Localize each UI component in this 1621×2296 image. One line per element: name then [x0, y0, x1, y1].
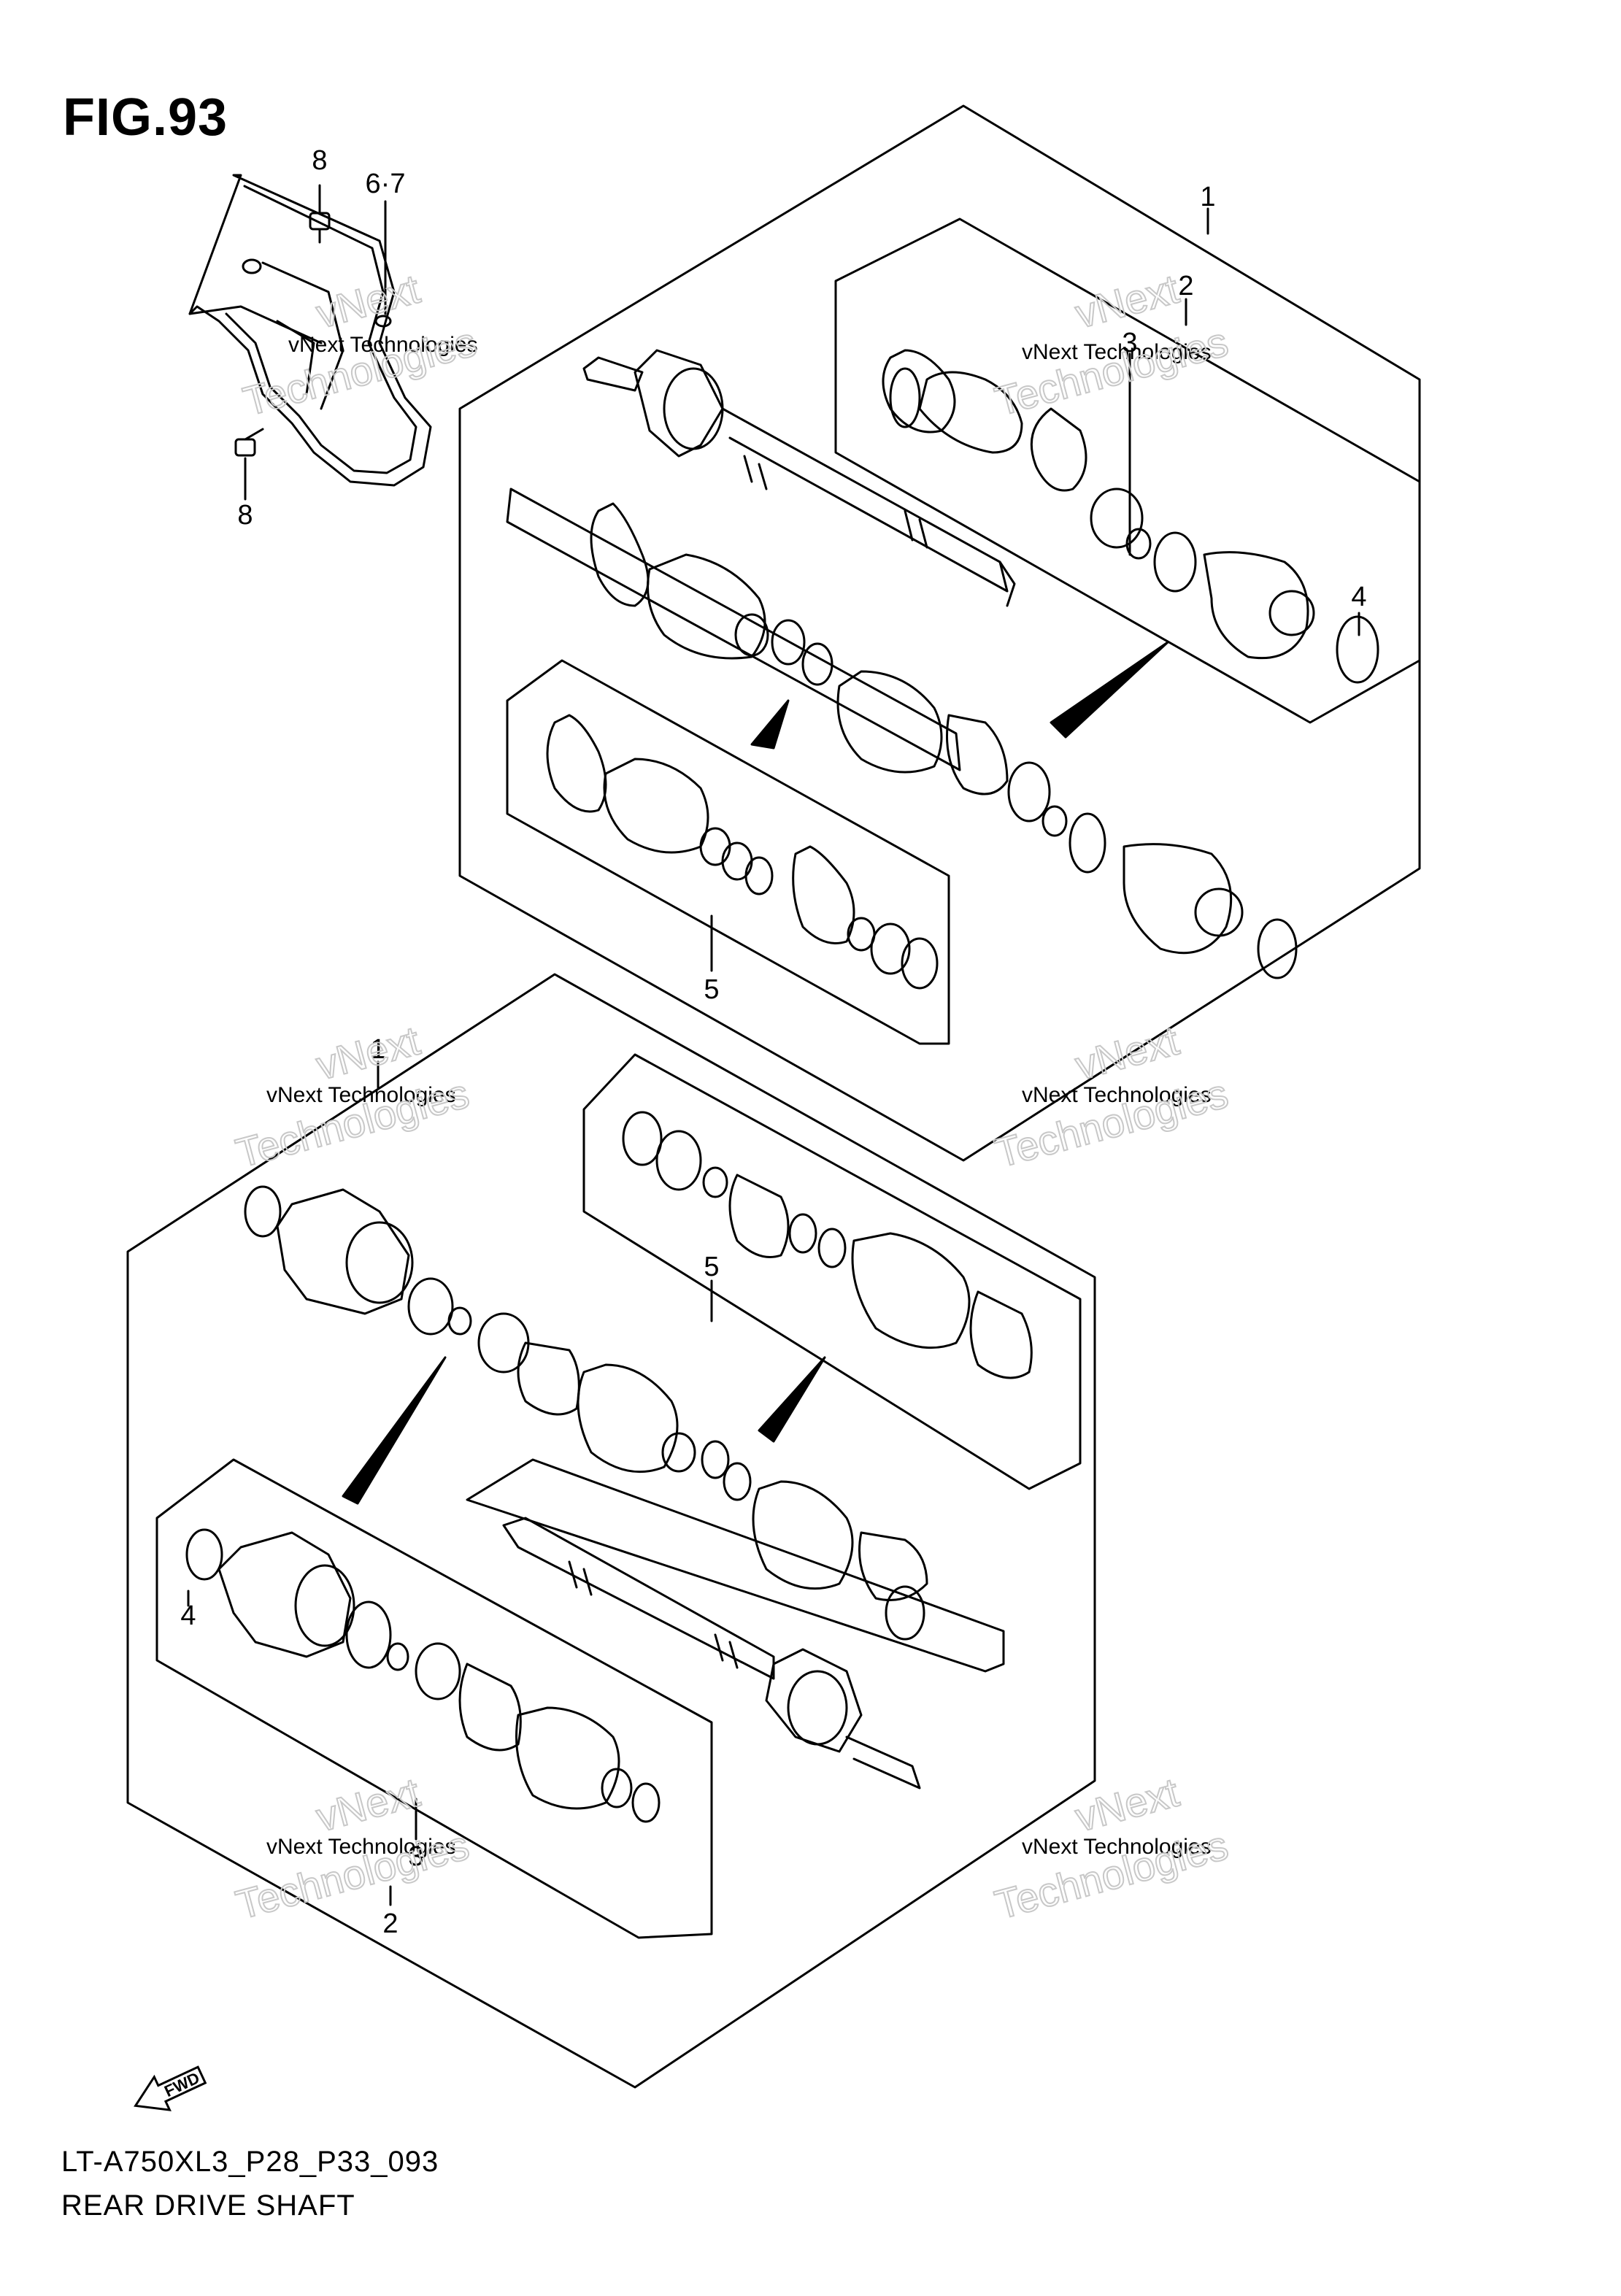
callout-lower-assembly: 1 — [370, 1034, 385, 1065]
upper-assembly-frame — [458, 104, 1421, 1162]
lower-assembly-frame — [126, 973, 1096, 2089]
shaft-guard — [188, 174, 432, 487]
watermark-text: vNext Technologies — [1022, 340, 1212, 364]
watermark-ghost: vNext — [312, 1769, 425, 1841]
lower-shaft-tray — [466, 1458, 1005, 1673]
callout-upper-outer-joint-set: 2 — [1178, 271, 1193, 301]
upper-joint-parts — [882, 349, 1379, 684]
lower-arrow-left — [342, 1356, 447, 1505]
lower-boot-set-frame — [582, 1053, 1082, 1490]
lower-outer-joint-set-frame — [155, 1458, 713, 1939]
upper-arrow-left — [750, 699, 790, 750]
guard-bolt-bottom — [234, 428, 264, 457]
upper-boot-parts — [546, 502, 1298, 990]
upper-shaft-tray — [506, 488, 961, 771]
lower-boot-parts — [622, 1111, 1033, 1379]
watermark-text: vNext Technologies — [288, 333, 478, 357]
watermark-ghost: vNext — [1071, 1017, 1184, 1089]
callout-guard-bolt-bottom: 8 — [237, 500, 253, 531]
upper-outer-joint-set-frame — [834, 217, 1421, 724]
watermark-text: vNext Technologies — [1022, 1083, 1212, 1107]
watermark-ghost: Technologies — [990, 318, 1233, 424]
callout-upper-snap-ring: 4 — [1351, 582, 1366, 612]
watermark-ghost: vNext — [312, 266, 425, 337]
watermark-ghost: vNext — [1071, 1769, 1184, 1841]
upper-axle-shaft — [582, 349, 1016, 607]
figure-code: LT-A750XL3_P28_P33_093 — [61, 2146, 439, 2178]
lower-outer-joint-top — [244, 1185, 928, 1641]
figure-title: FIG.93 — [63, 88, 228, 147]
watermark-text: vNext Technologies — [1022, 1835, 1212, 1859]
figure-name: REAR DRIVE SHAFT — [61, 2189, 355, 2222]
watermark-text: vNext Technologies — [266, 1083, 456, 1107]
upper-boot-set-frame — [506, 659, 950, 1045]
callout-lower-boot-set: 5 — [704, 1252, 719, 1282]
callout-upper-circlip: 3 — [1122, 328, 1137, 358]
lower-arrow-right — [758, 1356, 826, 1443]
callout-lower-circlip: 3 — [408, 1841, 423, 1872]
callout-upper-assembly: 1 — [1200, 182, 1215, 212]
callout-upper-boot-set: 5 — [704, 974, 719, 1005]
guard-bolt-top — [309, 212, 331, 244]
callout-guard: 6·7 — [366, 169, 406, 199]
lower-axle-shaft — [502, 1517, 921, 1790]
lower-outer-joint-bottom — [185, 1528, 661, 1823]
callout-lower-snap-ring: 4 — [180, 1600, 196, 1631]
watermark-ghost: vNext — [1071, 266, 1184, 337]
watermark-text: vNext Technologies — [266, 1835, 456, 1859]
callout-lower-outer-joint-set: 2 — [382, 1908, 398, 1939]
watermark-ghost: vNext — [312, 1017, 425, 1089]
fwd-arrow: FWD — [134, 2065, 207, 2111]
callout-guard-bolt-top: 8 — [312, 145, 327, 176]
upper-arrow-right — [1050, 641, 1169, 739]
